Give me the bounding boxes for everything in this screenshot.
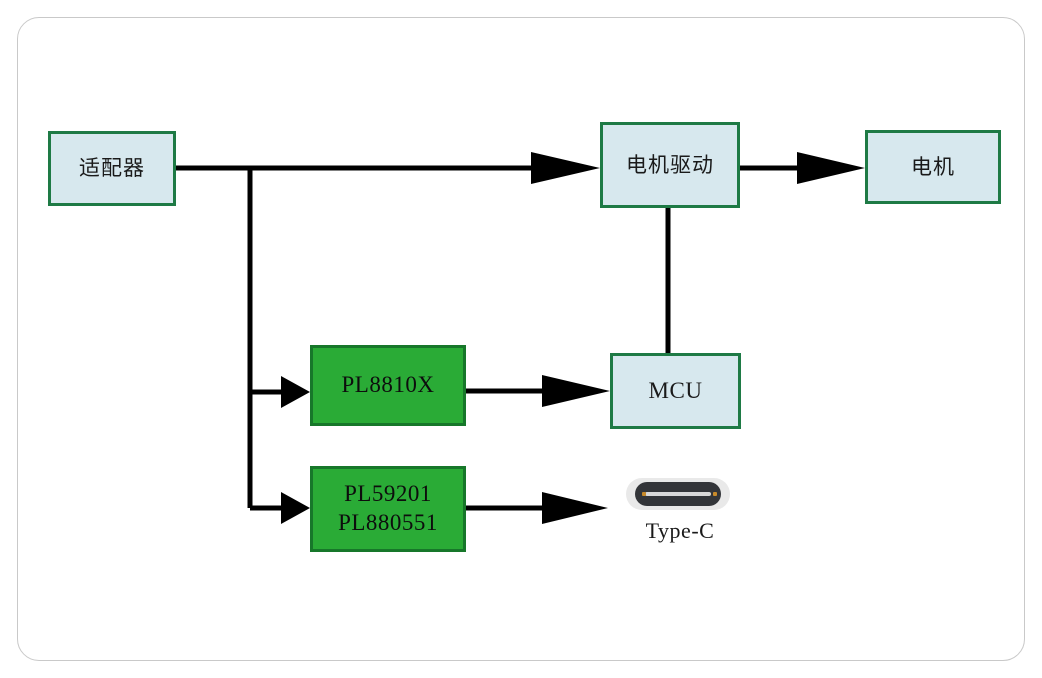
node-mcu-label: MCU xyxy=(648,377,703,403)
typec-slot xyxy=(645,492,711,496)
typec-pin-right xyxy=(713,492,717,496)
arrowhead-typec-input xyxy=(542,492,608,524)
diagram-frame xyxy=(17,17,1025,661)
node-adapter[interactable]: 适配器 xyxy=(48,131,176,206)
arrowhead-motor-driver-input xyxy=(531,152,600,184)
node-pl59201-labels: PL59201 PL880551 xyxy=(338,480,438,538)
node-pl59201-label-line2: PL880551 xyxy=(338,510,438,535)
node-motor-label: 电机 xyxy=(911,154,955,179)
typec-body xyxy=(635,482,721,506)
arrowhead-pl8810x-input xyxy=(281,376,310,408)
node-adapter-label: 适配器 xyxy=(79,156,145,181)
typec-label: Type-C xyxy=(645,518,715,543)
node-pl8810x[interactable]: PL8810X xyxy=(310,345,466,426)
node-motor[interactable]: 电机 xyxy=(865,130,1001,204)
node-pl59201[interactable]: PL59201 PL880551 xyxy=(310,466,466,552)
typec-pin-left xyxy=(642,492,646,496)
usb-type-c-port-icon xyxy=(626,478,730,510)
node-motor-driver[interactable]: 电机驱动 xyxy=(600,122,740,208)
node-motor-driver-label: 电机驱动 xyxy=(626,152,714,177)
typec-connector-group[interactable]: Type-C xyxy=(620,478,740,556)
node-mcu[interactable]: MCU xyxy=(610,353,741,429)
arrowhead-mcu-input xyxy=(542,375,610,407)
node-pl8810x-label: PL8810X xyxy=(341,372,435,398)
node-pl59201-label-line1: PL59201 xyxy=(344,481,432,507)
arrowhead-motor-input xyxy=(797,152,865,184)
arrowhead-pl59201-input xyxy=(281,492,310,524)
